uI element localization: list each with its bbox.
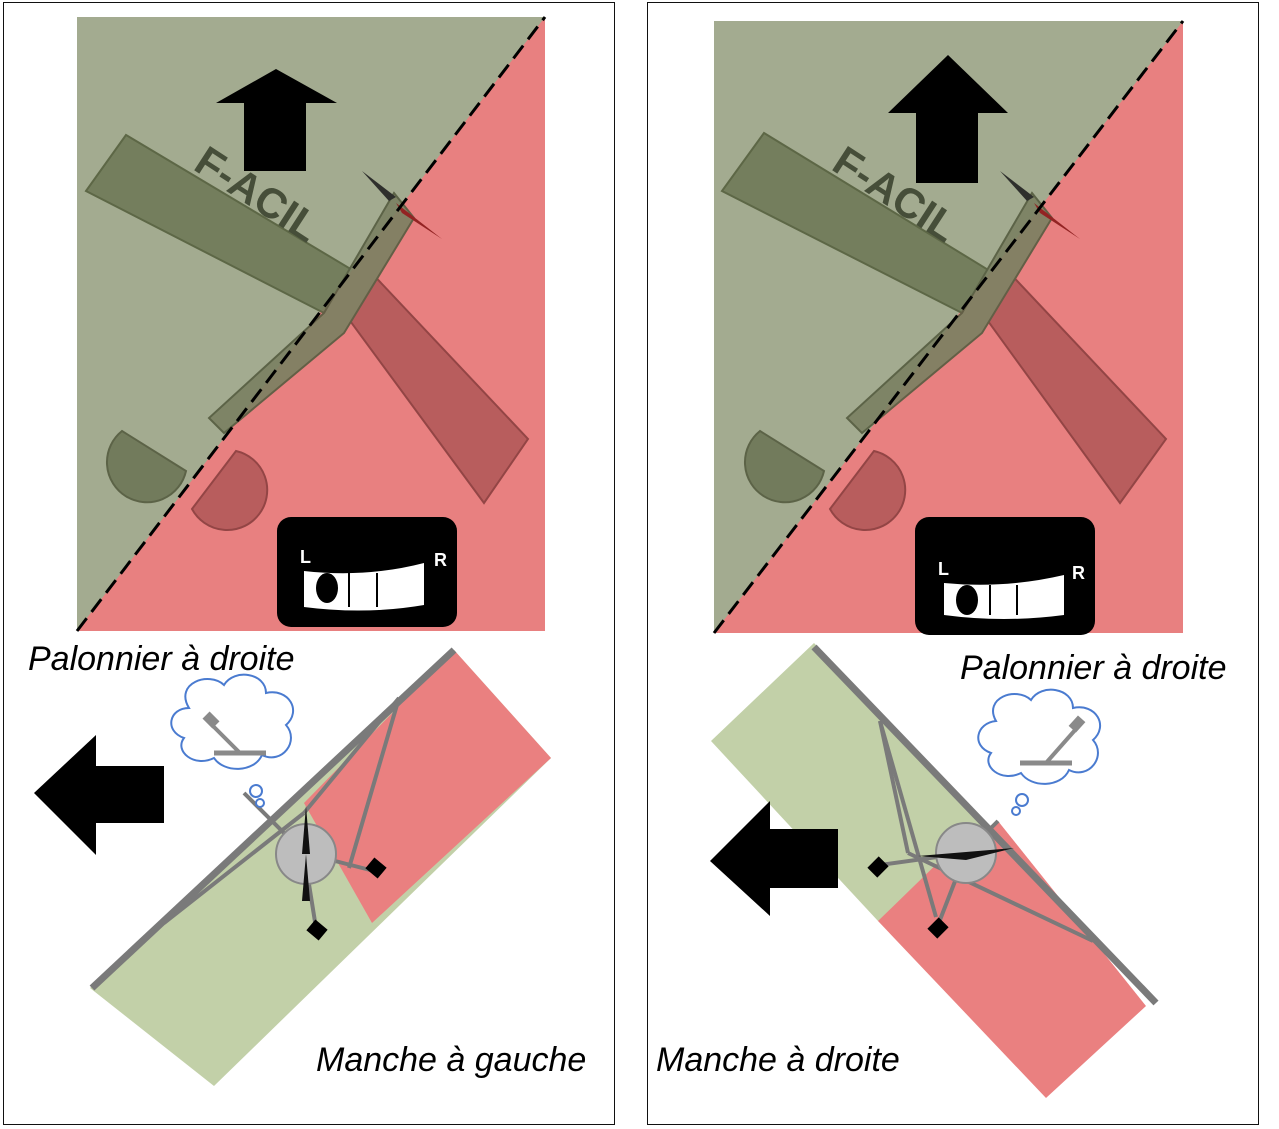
propeller-blade-icon xyxy=(1000,171,1034,201)
up-arrow-icon xyxy=(216,69,337,171)
wheel-icon xyxy=(927,917,949,939)
up-arrow-icon xyxy=(888,55,1008,183)
rudder-caption: Palonnier à droite xyxy=(28,640,295,678)
left-diagram: F-ACIL L R xyxy=(34,16,551,1086)
strut-line xyxy=(302,696,401,815)
control-stick-icon xyxy=(1044,727,1078,765)
propeller-blade-icon xyxy=(966,848,1014,860)
thought-dot xyxy=(1011,806,1021,816)
slip-indicator: L R xyxy=(277,517,457,627)
stabilizer-left xyxy=(105,429,188,504)
airplane-front-view xyxy=(811,644,1159,1006)
propeller-blade-icon xyxy=(396,203,442,239)
control-stick-icon xyxy=(208,721,242,755)
propeller-blade-icon xyxy=(918,852,966,860)
airplane-front-view xyxy=(89,647,457,991)
light-red-zone xyxy=(304,650,551,923)
slip-label-left: L xyxy=(300,547,311,567)
slip-ball-icon xyxy=(956,585,978,615)
thought-cloud xyxy=(170,673,295,770)
airplane-top-view: F-ACIL xyxy=(84,133,530,531)
horizon-line xyxy=(712,20,1185,634)
thought-cloud xyxy=(977,688,1102,785)
propeller-blade-icon xyxy=(1034,203,1080,239)
slip-label-right: R xyxy=(434,550,447,570)
stick-caption: Manche à gauche xyxy=(316,1041,587,1079)
horizon-line xyxy=(75,16,547,632)
slip-ball-icon xyxy=(316,573,338,603)
stabilizer-left xyxy=(743,429,826,504)
thought-dot xyxy=(249,784,263,798)
thought-dot xyxy=(1015,793,1029,807)
light-red-zone xyxy=(878,821,1146,1098)
propeller-blade-icon xyxy=(302,806,310,854)
wheel-icon xyxy=(867,856,889,878)
right-diagram: F-ACIL L R xyxy=(710,20,1185,1098)
slip-label-left: L xyxy=(938,559,949,579)
thought-bubble xyxy=(170,673,295,808)
left-arrow-icon xyxy=(34,735,164,855)
stick-grip xyxy=(202,711,220,729)
right-panel: F-ACIL L R xyxy=(647,2,1259,1125)
strut-line xyxy=(347,697,401,869)
left-panel: F-ACIL L R xyxy=(3,2,615,1125)
stick-grip xyxy=(1068,715,1086,733)
thought-bubble xyxy=(977,688,1102,816)
wheel-icon xyxy=(365,857,387,879)
slip-label-right: R xyxy=(1072,563,1085,583)
propeller-blade-icon xyxy=(362,171,396,201)
rudder-caption: Palonnier à droite xyxy=(960,649,1227,687)
wheel-icon xyxy=(306,919,328,941)
left-arrow-icon xyxy=(710,801,838,916)
stick-caption: Manche à droite xyxy=(656,1041,900,1079)
thought-dot xyxy=(255,798,265,808)
stabilizer-right xyxy=(190,449,269,531)
airplane-top-view: F-ACIL xyxy=(720,131,1168,531)
strut-line xyxy=(878,720,938,918)
stabilizer-right xyxy=(828,449,907,531)
slip-indicator: L R xyxy=(915,517,1095,635)
wing-line xyxy=(811,644,1159,1006)
propeller-blade-icon xyxy=(302,854,310,901)
